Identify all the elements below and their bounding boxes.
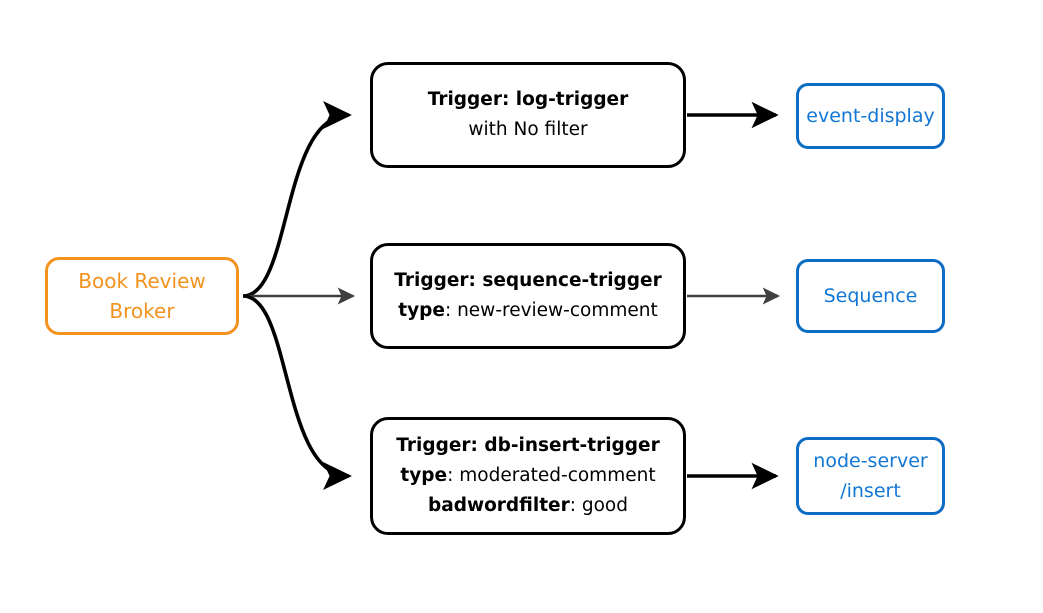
db-insert-trigger-badwordfilter: badwordfilter: good <box>428 491 628 521</box>
log-trigger-title-text: Trigger: log-trigger <box>427 89 629 110</box>
sequence-trigger-type-key: type <box>398 300 445 321</box>
sequence-trigger-title: Trigger: sequence-trigger <box>394 266 661 296</box>
sequence-trigger-type-sep: : <box>444 300 458 321</box>
db-insert-trigger-title: Trigger: db-insert-trigger <box>396 431 659 461</box>
sequence-trigger-title-text: Trigger: sequence-trigger <box>394 270 662 291</box>
edge-broker-to-log-trigger <box>242 101 352 298</box>
db-insert-trigger-badwordfilter-key: badwordfilter <box>428 495 570 516</box>
node-event-display[interactable]: event-display <box>796 83 945 149</box>
db-insert-trigger-badwordfilter-value: good <box>581 495 628 516</box>
node-node-server-insert[interactable]: node-server /insert <box>796 437 945 515</box>
db-insert-trigger-badwordfilter-sep: : <box>569 495 582 516</box>
db-insert-trigger-type-sep: : <box>447 465 460 486</box>
broker-label-line2: Broker <box>109 299 175 323</box>
node-book-review-broker[interactable]: Book Review Broker <box>45 257 239 335</box>
db-insert-trigger-title-text: Trigger: db-insert-trigger <box>396 435 660 456</box>
db-insert-trigger-type-key: type <box>400 465 448 486</box>
event-display-label: event-display <box>806 105 935 127</box>
node-db-insert-trigger[interactable]: Trigger: db-insert-trigger type: moderat… <box>370 417 686 535</box>
log-trigger-filter: with No filter <box>468 115 587 145</box>
sequence-label: Sequence <box>823 285 918 307</box>
sequence-trigger-type-value: new-review-comment <box>457 300 658 321</box>
log-trigger-title: Trigger: log-trigger <box>428 85 628 115</box>
node-sequence[interactable]: Sequence <box>796 259 945 333</box>
log-trigger-filter-text: with No filter <box>468 119 588 140</box>
node-server-label-line1: node-server <box>813 450 928 472</box>
node-sequence-trigger[interactable]: Trigger: sequence-trigger type: new-revi… <box>370 243 686 349</box>
edge-broker-to-db-insert-trigger <box>242 294 352 490</box>
db-insert-trigger-type: type: moderated-comment <box>400 461 655 491</box>
db-insert-trigger-type-value: moderated-comment <box>459 465 656 486</box>
broker-label-line1: Book Review <box>78 269 206 293</box>
node-server-label-line2: /insert <box>840 480 901 502</box>
node-log-trigger[interactable]: Trigger: log-trigger with No filter <box>370 62 686 168</box>
sequence-trigger-type: type: new-review-comment <box>398 296 658 326</box>
